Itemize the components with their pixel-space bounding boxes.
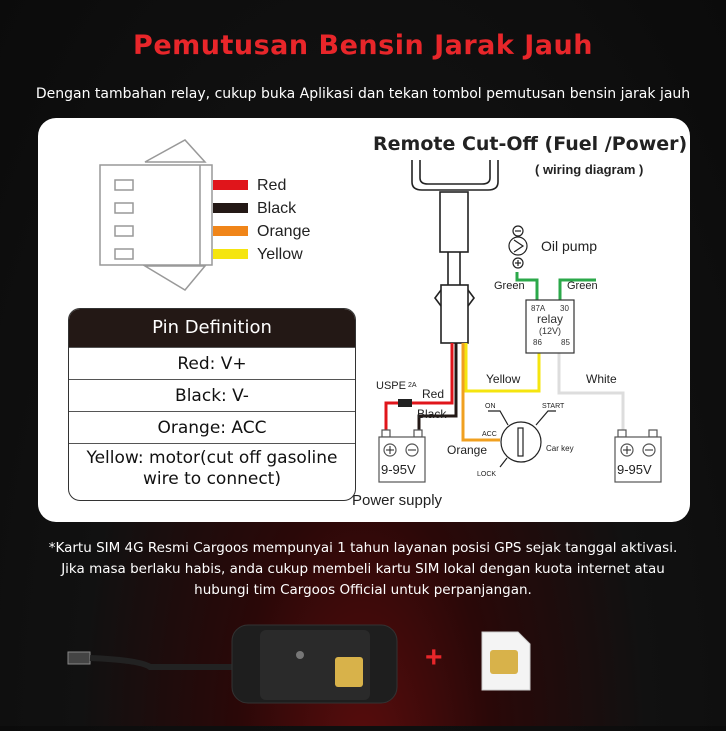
relay-label: relay xyxy=(537,312,563,326)
relay-box xyxy=(525,299,575,354)
oil-pump-icon xyxy=(508,225,528,269)
battery-left-icon xyxy=(378,429,426,483)
relay-pin-87a: 87A xyxy=(531,304,546,313)
pin-row-red: Red: V+ xyxy=(69,347,355,379)
pin-definition-table: Pin Definition Red: V+ Black: V- Orange:… xyxy=(68,308,356,501)
gps-device-icon xyxy=(411,160,499,344)
key-start: START xyxy=(542,403,565,410)
yellow-label: Yellow xyxy=(486,372,521,386)
battery-left-voltage: 9-95V xyxy=(381,462,416,477)
pin-definition-header: Pin Definition xyxy=(69,309,355,347)
key-label: Car key xyxy=(546,444,574,453)
orange-label: Orange xyxy=(447,443,487,457)
wire-label-yellow: Yellow xyxy=(257,246,303,263)
relay-pin-30: 30 xyxy=(560,304,569,313)
black-wire xyxy=(417,343,458,430)
fuse-icon xyxy=(398,399,412,407)
white-label: White xyxy=(586,372,617,386)
pin-row-yellow: Yellow: motor(cut off gasoline wire to c… xyxy=(69,443,355,494)
pin-row-black: Black: V- xyxy=(69,379,355,411)
note-line-2: Jika masa berlaku habis, anda cukup memb… xyxy=(61,561,665,577)
diagram-subtitle: ( wiring diagram ) xyxy=(535,162,643,177)
power-supply-label: Power supply xyxy=(352,492,443,509)
yellow-wire xyxy=(464,343,541,393)
green-wires xyxy=(515,272,596,300)
key-lock: LOCK xyxy=(477,471,496,478)
subtitle: Dengan tambahan relay, cukup buka Aplika… xyxy=(35,86,691,102)
battery-right-icon xyxy=(614,429,662,483)
relay-pin-85: 85 xyxy=(561,338,570,347)
key-on: ON xyxy=(485,403,496,410)
wire-label-orange: Orange xyxy=(257,223,310,240)
orange-wire xyxy=(461,343,500,442)
red-wire xyxy=(384,343,454,430)
sim-card-icon xyxy=(481,631,531,691)
connector-icon xyxy=(99,139,213,291)
wiring-diagram: Red Black Orange Yellow Remote Cut-Off (… xyxy=(99,133,687,509)
fuse-label: USPE xyxy=(376,380,406,392)
fuse-rating: 2A xyxy=(408,382,417,389)
white-wire xyxy=(557,351,625,430)
wire-yellow xyxy=(213,249,248,259)
black-label: Black xyxy=(417,407,447,421)
product-bundle: + xyxy=(0,615,726,726)
note-line-1: *Kartu SIM 4G Resmi Cargoos mempunyai 1 … xyxy=(48,540,678,556)
wiring-card: Red Black Orange Yellow Remote Cut-Off (… xyxy=(38,118,690,522)
key-acc: ACC xyxy=(482,431,497,438)
plus-sign: + xyxy=(425,641,443,674)
sim-note: *Kartu SIM 4G Resmi Cargoos mempunyai 1 … xyxy=(0,538,726,601)
battery-right-voltage: 9-95V xyxy=(617,462,652,477)
wire-label-red: Red xyxy=(257,177,286,194)
wire-black xyxy=(213,203,248,213)
diagram-title: Remote Cut-Off (Fuel /Power) xyxy=(373,133,687,155)
relay-pin-86: 86 xyxy=(533,338,542,347)
note-line-3: hubungi tim Cargoos Official untuk perpa… xyxy=(194,582,532,598)
red-label: Red xyxy=(422,387,444,401)
car-key-icon xyxy=(488,410,556,468)
gps-tracker-icon xyxy=(67,624,398,704)
relay-voltage: (12V) xyxy=(539,326,561,336)
green-left-label: Green xyxy=(494,280,525,292)
pin-row-orange: Orange: ACC xyxy=(69,411,355,443)
wire-orange xyxy=(213,226,248,236)
oil-pump-label: Oil pump xyxy=(541,238,597,254)
page-title: Pemutusan Bensin Jarak Jauh xyxy=(133,30,593,61)
wire-label-black: Black xyxy=(257,200,297,217)
wire-red xyxy=(213,180,248,190)
green-right-label: Green xyxy=(567,280,598,292)
